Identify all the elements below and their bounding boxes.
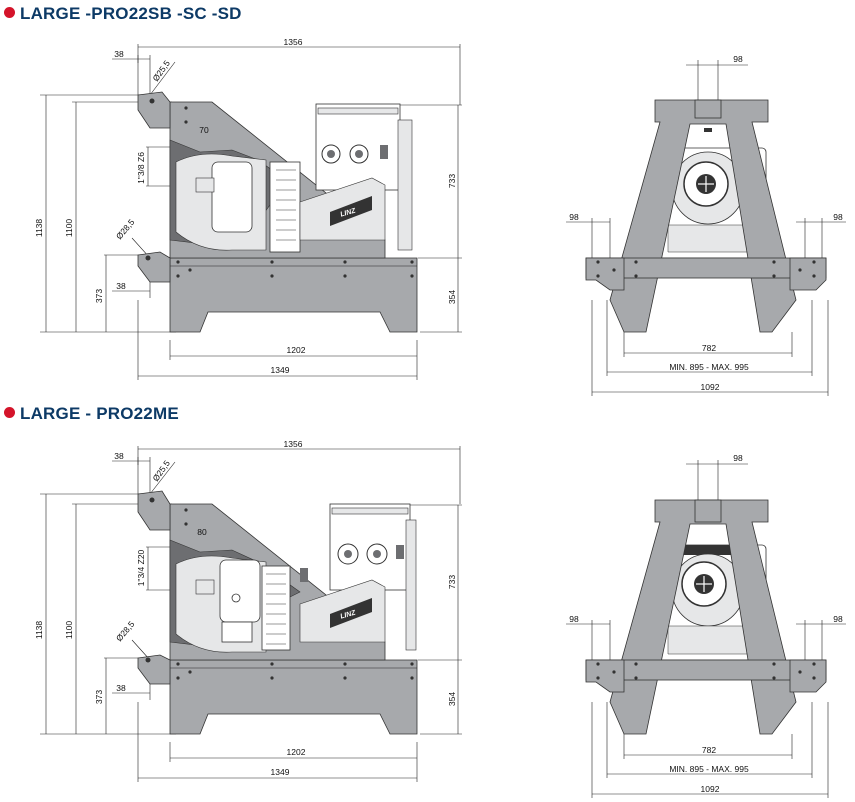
dim-overall-width: 1356 — [284, 439, 303, 449]
dim-top-offset: 38 — [114, 451, 124, 461]
dim-flange-offset: 80 — [197, 527, 207, 537]
dim-shaft-size: 1"3/4 Z20 — [136, 549, 146, 586]
dim-lower-hole: Ø28,5 — [114, 619, 137, 643]
dim-lower-offset: 38 — [116, 281, 126, 291]
dim-top-section-height: 733 — [447, 575, 457, 589]
dim-lower-height: 373 — [94, 690, 104, 704]
dim-overall-width: 1356 — [284, 37, 303, 47]
dim-inner-width: 782 — [702, 343, 716, 353]
dim-top-width: 98 — [733, 453, 743, 463]
dim-flange-offset: 70 — [199, 125, 209, 135]
dim-top-width: 98 — [733, 54, 743, 64]
dim-left-width: 98 — [569, 614, 579, 624]
bullet-icon — [4, 7, 15, 18]
dim-overall-length: 1349 — [271, 365, 290, 375]
dim-base-length: 1202 — [287, 345, 306, 355]
dim-overall-length: 1349 — [271, 767, 290, 777]
dim-range: MIN. 895 - MAX. 995 — [669, 362, 749, 372]
section-title-1: LARGE -PRO22SB -SC -SD — [4, 4, 242, 24]
dim-lower-hole: Ø28,5 — [114, 217, 137, 241]
linz-logo: LINZ — [340, 609, 358, 620]
dim-total-width: 1092 — [701, 784, 720, 794]
dim-shaft-size: 1"3/8 Z6 — [136, 152, 146, 184]
dim-right-width: 98 — [833, 614, 843, 624]
section-title-2-text: LARGE - PRO22ME — [20, 404, 179, 423]
dim-right-width: 98 — [833, 212, 843, 222]
dim-lower-height: 373 — [94, 289, 104, 303]
dim-top-section-height: 733 — [447, 174, 457, 188]
dim-total-height: 1138 — [34, 621, 44, 640]
dim-range: MIN. 895 - MAX. 995 — [669, 764, 749, 774]
dim-left-width: 98 — [569, 212, 579, 222]
dim-total-width: 1092 — [701, 382, 720, 392]
dim-top-hole: Ø25,5 — [150, 58, 172, 83]
linz-logo: LINZ — [340, 207, 358, 218]
dim-base-length: 1202 — [287, 747, 306, 757]
front-view-1: 98 98 98 782 MIN. 895 - MAX. 995 1092 — [566, 54, 846, 396]
front-view-2: 98 98 98 782 MIN. 895 - MAX. 995 1092 — [566, 453, 846, 798]
dim-inner-width: 782 — [702, 745, 716, 755]
dim-inner-height: 1100 — [64, 219, 74, 238]
side-view-1: LINZ 1356 38 Ø25,5 70 1"3/8 Z6 1138 1100… — [34, 37, 462, 380]
dim-inner-height: 1100 — [64, 621, 74, 640]
dim-base-height: 354 — [447, 692, 457, 706]
section-title-1-text: LARGE -PRO22SB -SC -SD — [20, 4, 242, 23]
bullet-icon — [4, 407, 15, 418]
dim-base-height: 354 — [447, 290, 457, 304]
side-view-2: LINZ 1356 38 Ø25,5 80 1"3/4 Z20 1138 110… — [34, 439, 462, 782]
section-title-2: LARGE - PRO22ME — [4, 404, 179, 424]
dim-total-height: 1138 — [34, 219, 44, 238]
dim-top-offset: 38 — [114, 49, 124, 59]
dim-lower-offset: 38 — [116, 683, 126, 693]
